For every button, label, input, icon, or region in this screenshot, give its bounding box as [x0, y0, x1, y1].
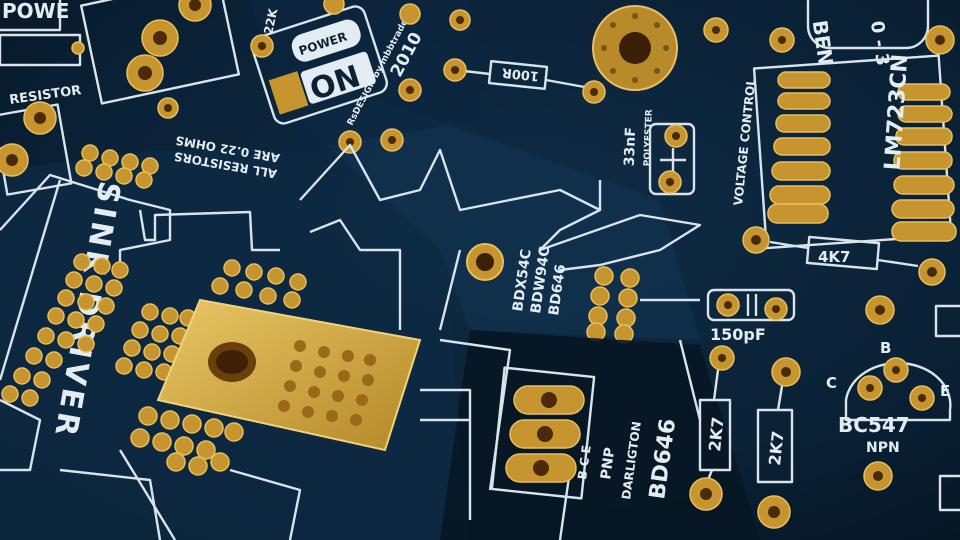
capacitor-33nf: 33nF POLYESTER	[622, 109, 696, 196]
dark-ground-zone	[440, 330, 760, 540]
svg-text:NPN: NPN	[866, 440, 900, 456]
svg-text:POLYESTER: POLYESTER	[643, 109, 655, 166]
power-label-box	[0, 0, 62, 32]
power-label-top: POWE	[2, 0, 69, 23]
svg-text:2K7: 2K7	[705, 416, 728, 452]
svg-text:C: C	[826, 374, 837, 392]
heatsink-plate	[156, 298, 422, 452]
svg-text:100R: 100R	[501, 64, 540, 83]
pad-cluster-right	[586, 266, 640, 344]
pad-cluster-top	[75, 144, 159, 189]
power-switch-graphic	[291, 19, 361, 62]
mounting-pad	[592, 5, 678, 91]
capacitor-150pf: 150pF	[706, 288, 796, 344]
res-22k: 22K	[261, 7, 280, 36]
svg-text:PNP: PNP	[598, 446, 618, 480]
svg-text:4K7: 4K7	[818, 248, 851, 266]
bce-label: B C E	[575, 444, 594, 480]
svg-text:33nF: 33nF	[622, 127, 639, 167]
svg-text:150pF: 150pF	[710, 325, 766, 344]
svg-text:E: E	[940, 382, 950, 400]
transistor-bc547: B C E BC547 NPN	[826, 295, 960, 512]
power-badge: POWER ON 22K	[250, 5, 389, 125]
pad-cluster-upper-mid	[211, 259, 307, 309]
ic-right-pads	[891, 83, 957, 242]
pad-cluster-left	[1, 253, 129, 407]
top-left-section: POWE RESISTOR	[0, 0, 241, 196]
svg-text:BD646: BD646	[546, 263, 569, 316]
svg-text:2K7: 2K7	[765, 430, 788, 466]
svg-text:B: B	[880, 339, 891, 357]
resistor-4k7: 4K7	[742, 226, 946, 286]
resistor-2k7-b: 2K7	[756, 357, 801, 529]
ic-left-pads	[767, 71, 831, 224]
bc547-label: BC547	[838, 413, 910, 437]
resistor-100r: 100R	[443, 58, 606, 104]
resistor-2k7-a: 2K7	[689, 345, 735, 511]
pad-cluster-bottom	[130, 406, 244, 476]
